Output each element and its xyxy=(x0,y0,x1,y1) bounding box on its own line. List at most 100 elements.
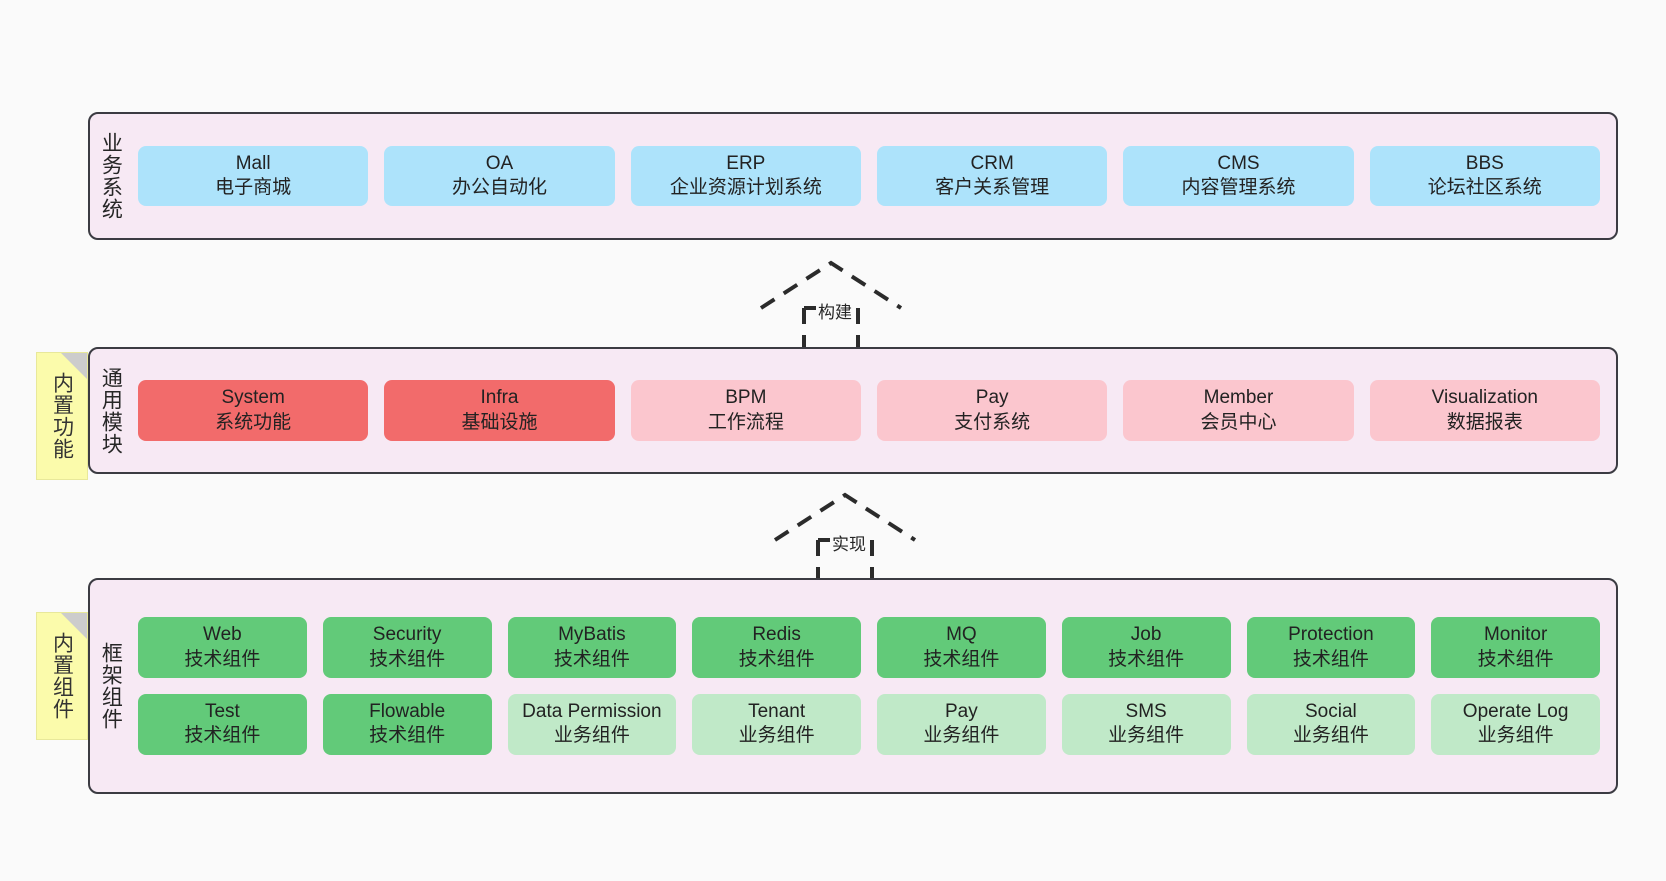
connector-implement-label: 实现 xyxy=(830,530,868,555)
card-flowable[interactable]: Flowable 技术组件 xyxy=(322,694,492,755)
card-subtitle: 技术组件 xyxy=(184,725,261,747)
card-title: Operate Log xyxy=(1462,701,1569,722)
card-monitor[interactable]: Monitor 技术组件 xyxy=(1431,617,1600,678)
note-label: 内置组件 xyxy=(50,632,74,720)
card-title: Visualization xyxy=(1431,387,1538,409)
card-subtitle: 业务组件 xyxy=(553,725,630,747)
card-security[interactable]: Security 技术组件 xyxy=(322,617,492,678)
card-mall[interactable]: Mall 电子商城 xyxy=(138,145,369,207)
card-title: Mall xyxy=(235,152,271,174)
card-subtitle: 数据报表 xyxy=(1446,411,1523,433)
card-title: ERP xyxy=(726,152,766,174)
card-subtitle: 业务组件 xyxy=(1108,725,1185,747)
layer-body-common: System 系统功能 Infra 基础设施 BPM 工作流程 Pay 支付系统… xyxy=(130,349,1616,472)
card-subtitle: 业务组件 xyxy=(738,725,815,747)
card-mybatis[interactable]: MyBatis 技术组件 xyxy=(507,617,677,678)
card-title: CMS xyxy=(1217,152,1260,174)
card-subtitle: 系统功能 xyxy=(215,411,292,433)
card-subtitle: 技术组件 xyxy=(369,725,446,747)
card-title: CRM xyxy=(970,152,1014,174)
card-protection[interactable]: Protection 技术组件 xyxy=(1246,617,1416,678)
card-subtitle: 会员中心 xyxy=(1200,411,1277,433)
card-subtitle: 电子商城 xyxy=(215,177,292,198)
card-mq[interactable]: MQ 技术组件 xyxy=(877,617,1046,678)
row-framework-tech: Web 技术组件 Security 技术组件 MyBatis 技术组件 Redi… xyxy=(138,617,1600,678)
card-title: Member xyxy=(1203,387,1274,409)
card-title: System xyxy=(221,387,285,409)
card-sms[interactable]: SMS 业务组件 xyxy=(1061,694,1231,755)
card-subtitle: 技术组件 xyxy=(1108,648,1185,670)
row-framework-business: Test 技术组件 Flowable 技术组件 Data Permission … xyxy=(138,694,1600,755)
note-label: 内置功能 xyxy=(50,372,74,460)
card-title: BBS xyxy=(1465,152,1504,174)
card-subtitle: 技术组件 xyxy=(369,648,446,670)
card-subtitle: 工作流程 xyxy=(707,411,784,433)
card-title: Security xyxy=(372,624,442,646)
card-subtitle: 办公自动化 xyxy=(451,177,547,198)
note-fold-icon xyxy=(61,353,87,379)
row-common-0: System 系统功能 Infra 基础设施 BPM 工作流程 Pay 支付系统… xyxy=(138,380,1600,441)
card-data-permission[interactable]: Data Permission 业务组件 xyxy=(507,694,677,755)
note-builtin-components: 内置组件 xyxy=(36,612,88,740)
card-title: Tenant xyxy=(748,701,806,722)
layer-title-business: 业务系统 xyxy=(99,132,123,220)
layer-common-modules: 通用模块 System 系统功能 Infra 基础设施 BPM 工作流程 Pay… xyxy=(88,347,1618,474)
card-system[interactable]: System 系统功能 xyxy=(138,380,369,441)
card-subtitle: 技术组件 xyxy=(553,648,630,670)
card-subtitle: 技术组件 xyxy=(923,648,1000,670)
card-crm[interactable]: CRM 客户关系管理 xyxy=(876,145,1108,207)
card-subtitle: 技术组件 xyxy=(1292,648,1369,670)
card-cms[interactable]: CMS 内容管理系统 xyxy=(1123,145,1354,207)
card-redis[interactable]: Redis 技术组件 xyxy=(692,617,861,678)
card-subtitle: 内容管理系统 xyxy=(1181,177,1296,198)
layer-title-common: 通用模块 xyxy=(99,366,123,455)
card-subtitle: 业务组件 xyxy=(1292,725,1369,747)
card-subtitle: 技术组件 xyxy=(184,648,261,670)
card-tenant[interactable]: Tenant 业务组件 xyxy=(692,694,861,755)
card-pay-component[interactable]: Pay 业务组件 xyxy=(877,694,1046,755)
card-erp[interactable]: ERP 企业资源计划系统 xyxy=(630,145,861,207)
card-social[interactable]: Social 业务组件 xyxy=(1246,694,1416,755)
card-subtitle: 基础设施 xyxy=(461,411,538,433)
note-builtin-features: 内置功能 xyxy=(36,352,88,480)
card-pay-module[interactable]: Pay 支付系统 xyxy=(876,380,1108,441)
card-member[interactable]: Member 会员中心 xyxy=(1123,380,1354,441)
card-subtitle: 业务组件 xyxy=(923,725,1000,747)
layer-framework-components: 框架组件 Web 技术组件 Security 技术组件 MyBatis 技术组件… xyxy=(88,578,1618,794)
card-title: Monitor xyxy=(1483,624,1548,646)
connector-implement-arrow: 实现 xyxy=(770,490,920,582)
card-title: Data Permission xyxy=(522,701,662,722)
card-infra[interactable]: Infra 基础设施 xyxy=(384,380,615,441)
card-subtitle: 论坛社区系统 xyxy=(1427,177,1542,198)
card-oa[interactable]: OA 办公自动化 xyxy=(384,145,615,207)
card-bpm[interactable]: BPM 工作流程 xyxy=(630,380,861,441)
card-visualization[interactable]: Visualization 数据报表 xyxy=(1369,380,1600,441)
card-subtitle: 客户关系管理 xyxy=(935,177,1050,198)
card-title: Redis xyxy=(752,624,801,646)
card-title: Protection xyxy=(1288,624,1374,646)
card-title: SMS xyxy=(1125,701,1167,722)
connector-build-arrow: 构建 xyxy=(756,258,906,350)
card-title: Web xyxy=(203,624,242,646)
card-title: Pay xyxy=(975,387,1009,409)
layer-body-business: Mall 电子商城 OA 办公自动化 ERP 企业资源计划系统 CRM 客户关系… xyxy=(130,114,1616,238)
card-subtitle: 企业资源计划系统 xyxy=(669,177,822,198)
layer-business-systems: 业务系统 Mall 电子商城 OA 办公自动化 ERP 企业资源计划系统 CRM… xyxy=(88,112,1618,240)
connector-build-label: 构建 xyxy=(816,298,854,323)
card-title: OA xyxy=(485,152,514,174)
row-business-0: Mall 电子商城 OA 办公自动化 ERP 企业资源计划系统 CRM 客户关系… xyxy=(138,145,1600,207)
card-subtitle: 业务组件 xyxy=(1477,725,1554,747)
card-job[interactable]: Job 技术组件 xyxy=(1061,617,1231,678)
card-test[interactable]: Test 技术组件 xyxy=(138,694,307,755)
card-title: MQ xyxy=(946,624,977,646)
card-web[interactable]: Web 技术组件 xyxy=(138,617,307,678)
card-title: Pay xyxy=(945,701,978,722)
note-fold-icon xyxy=(61,613,87,639)
card-title: Job xyxy=(1130,624,1162,646)
layer-body-framework: Web 技术组件 Security 技术组件 MyBatis 技术组件 Redi… xyxy=(130,580,1616,792)
card-operate-log[interactable]: Operate Log 业务组件 xyxy=(1431,694,1600,755)
card-title: Flowable xyxy=(369,701,446,722)
card-bbs[interactable]: BBS 论坛社区系统 xyxy=(1369,145,1600,207)
layer-title-framework: 框架组件 xyxy=(99,642,123,730)
